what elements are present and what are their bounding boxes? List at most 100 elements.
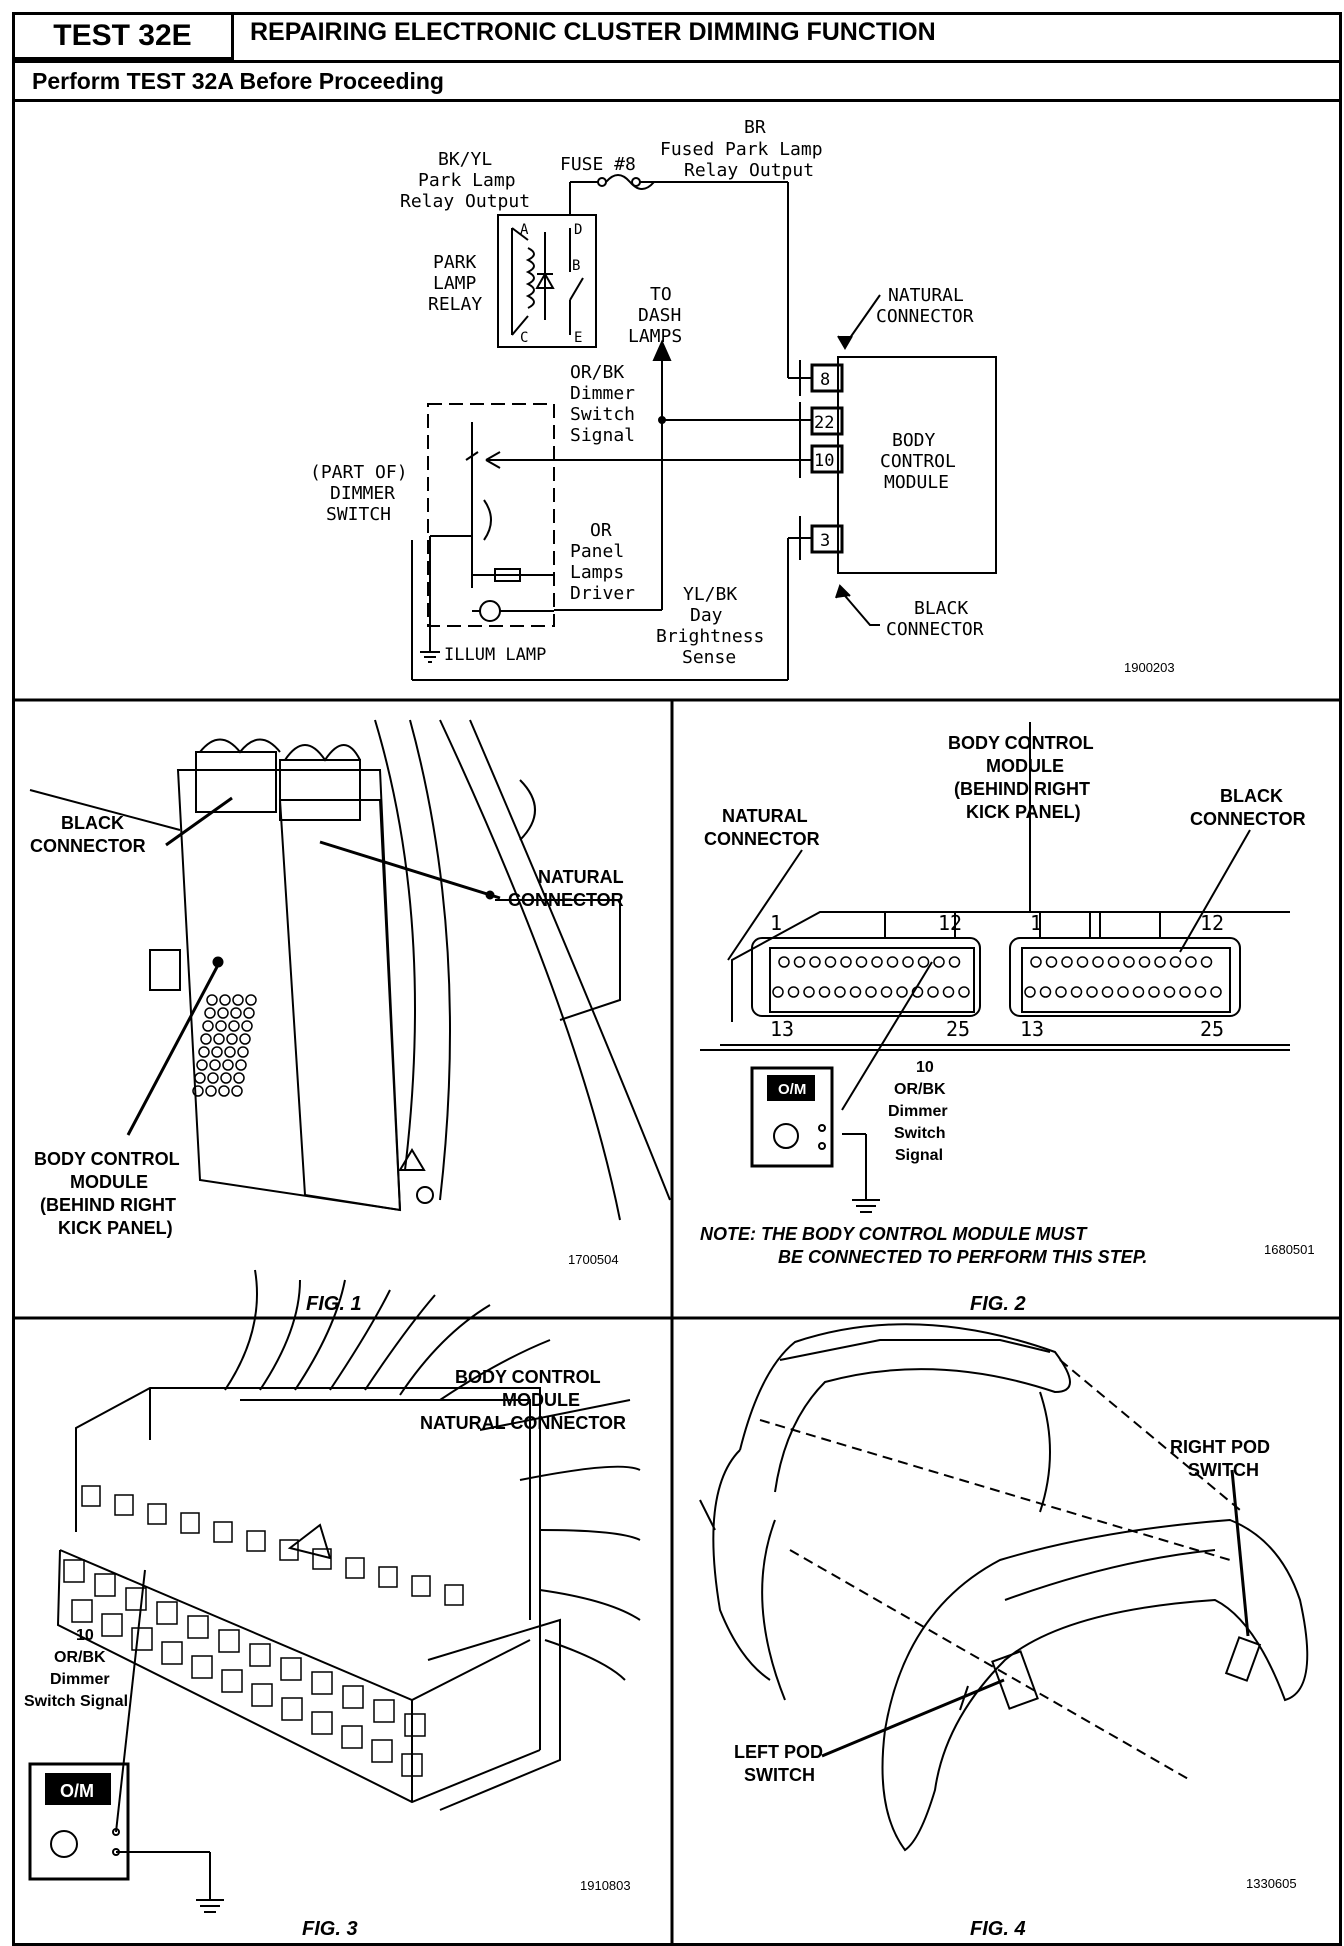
connector-cavity	[373, 1699, 395, 1723]
pin-label: 1	[770, 911, 782, 935]
label: Brightness	[656, 626, 764, 647]
label: 10	[76, 1627, 94, 1644]
label: Switch	[570, 404, 635, 425]
meter-display: O/M	[778, 1081, 806, 1098]
figure-caption: FIG. 4	[970, 1918, 1026, 1940]
label: CONTROL	[880, 451, 956, 472]
label: Relay Output	[684, 160, 814, 181]
label: BLACK	[1220, 786, 1283, 806]
vent-hole	[194, 1072, 206, 1084]
connector-pin	[1045, 956, 1058, 968]
connector-pin	[1055, 986, 1067, 998]
pin-label: 13	[1020, 1017, 1044, 1041]
connector-cavity	[444, 1584, 464, 1606]
fig1-labels: BLACK CONNECTOR NATURAL CONNECTOR BODY C…	[30, 813, 624, 1315]
fig3-cavities	[63, 1485, 464, 1777]
connector-pin	[1200, 956, 1213, 968]
connector-pin	[1154, 956, 1166, 968]
connector-cavity	[311, 1671, 333, 1695]
connector-pin	[1076, 956, 1089, 968]
connector-cavity	[213, 1521, 233, 1543]
label: BODY CONTROL	[948, 733, 1094, 753]
label: NATURAL	[722, 806, 808, 826]
vent-hole	[222, 1059, 234, 1071]
connector-pin	[1179, 986, 1191, 998]
label: (PART OF)	[310, 462, 408, 483]
note: BE CONNECTED TO PERFORM THIS STEP.	[778, 1247, 1147, 1267]
connector-pin	[1101, 986, 1114, 998]
connector-cavity	[401, 1753, 423, 1777]
page-title: REPAIRING ELECTRONIC CLUSTER DIMMING FUN…	[250, 18, 936, 46]
vent-hole	[207, 1072, 219, 1084]
vent-hole	[215, 1020, 227, 1032]
schematic-labels: BK/YL Park Lamp Relay Output FUSE #8 BR …	[310, 117, 1175, 675]
label: Switch	[894, 1125, 946, 1142]
connector-cavity	[114, 1494, 134, 1516]
vent-hole	[230, 1007, 242, 1019]
connector-cavity	[341, 1725, 363, 1749]
vent-hole	[205, 1085, 217, 1097]
connector-pin	[1117, 986, 1129, 998]
fig4-leaders	[821, 1469, 1250, 1758]
connector-cavity	[371, 1739, 393, 1763]
connector-pin	[1185, 956, 1197, 968]
connector-pin	[1132, 986, 1145, 998]
vent-hole	[213, 1033, 225, 1045]
figure-code: 1330605	[1246, 1876, 1297, 1891]
connector-cavity	[281, 1697, 303, 1721]
pin-label: 3	[820, 531, 830, 551]
connector-cavity	[125, 1587, 147, 1611]
connector-pin	[871, 956, 883, 968]
label: Park Lamp	[418, 170, 516, 191]
wiring-schematic	[411, 174, 997, 681]
connector-cavity	[312, 1548, 332, 1570]
figure-code: 1910803	[580, 1878, 631, 1893]
label: LEFT POD	[734, 1742, 823, 1762]
label: (BEHIND RIGHT	[954, 779, 1090, 799]
connector-cavity	[81, 1485, 101, 1507]
connector-cavity	[191, 1655, 213, 1679]
pin-label: 8	[820, 370, 830, 390]
connector-pin	[1148, 986, 1160, 998]
pin-label: 25	[946, 1017, 970, 1041]
connector-cavity	[411, 1575, 431, 1597]
label: Lamps	[570, 562, 624, 583]
fig4-illustration	[699, 1323, 1309, 1852]
connector-pin	[927, 986, 939, 998]
figure-caption: FIG. 2	[970, 1293, 1026, 1315]
connector-pin	[1030, 956, 1042, 968]
connector-cavity	[94, 1573, 116, 1597]
divider	[14, 99, 1339, 102]
label: OR/BK	[894, 1081, 946, 1098]
figure-code: 1680501	[1264, 1242, 1315, 1257]
vent-hole	[232, 994, 244, 1006]
label: BLACK	[914, 598, 968, 619]
label: BODY CONTROL	[455, 1367, 601, 1387]
fig2-pin-rows	[772, 956, 1222, 998]
vent-hole	[231, 1085, 243, 1097]
connector-pin	[1086, 986, 1098, 998]
vent-hole	[220, 1072, 232, 1084]
fig1-illustration	[29, 719, 671, 1221]
label: Dimmer	[888, 1103, 948, 1120]
label: SWITCH	[1188, 1460, 1259, 1480]
connector-cavity	[180, 1512, 200, 1534]
note: NOTE: THE BODY CONTROL MODULE MUST	[700, 1224, 1088, 1244]
fig4-labels: RIGHT POD SWITCH LEFT POD SWITCH 1330605…	[734, 1437, 1297, 1940]
connector-pin	[1061, 956, 1073, 968]
pin-label: 12	[1200, 911, 1224, 935]
connector-pin	[1194, 986, 1207, 998]
pin-label: 1	[1030, 911, 1042, 935]
meter-display: O/M	[60, 1781, 94, 1801]
label: Dimmer	[50, 1671, 110, 1688]
vent-hole	[241, 1020, 253, 1032]
connector-cavity	[63, 1559, 85, 1583]
label: Panel	[570, 541, 624, 562]
pin-label: 25	[1200, 1017, 1224, 1041]
label: BR	[744, 117, 766, 138]
label: Day	[690, 605, 723, 626]
connector-pin	[1070, 986, 1083, 998]
connector-cavity	[342, 1685, 364, 1709]
divider	[14, 60, 1339, 63]
